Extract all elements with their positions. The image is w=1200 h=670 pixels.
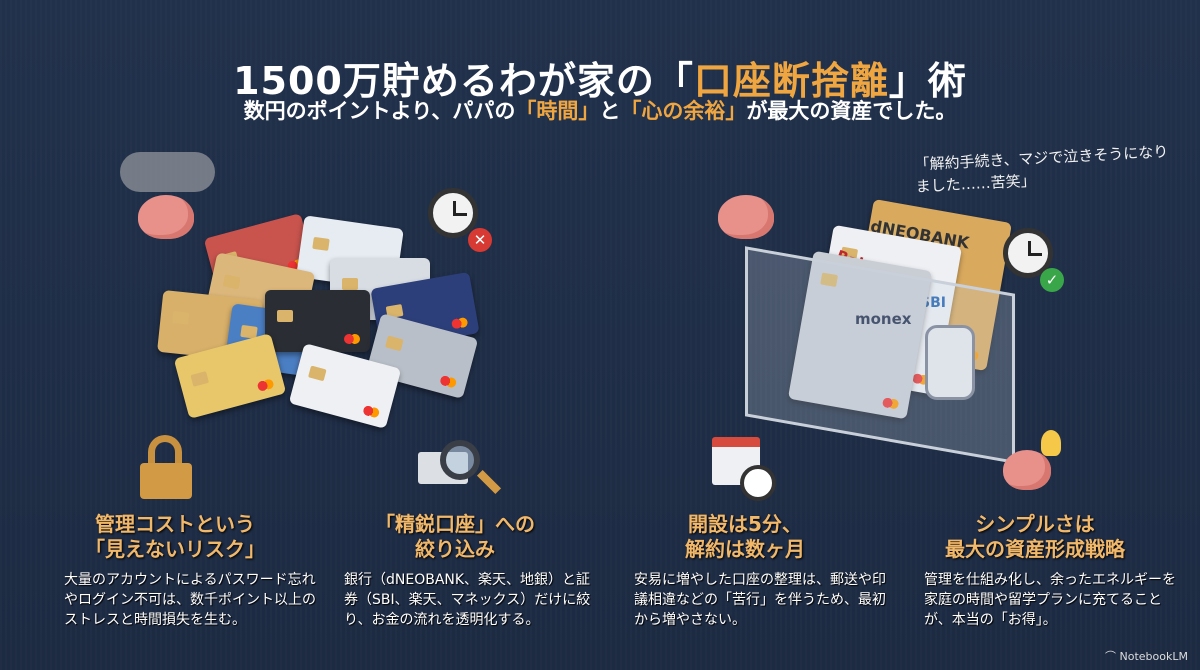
column-heading: 「精鋭口座」への絞り込み bbox=[375, 512, 535, 561]
page-title: 1500万貯めるわが家の「口座断捨離」術 bbox=[233, 59, 967, 103]
brain-lightbulb-icon bbox=[1003, 430, 1073, 490]
column-elite-accounts: 「精鋭口座」への絞り込み 銀行（dNEOBANK、楽天、地銀）と証券（SBI、楽… bbox=[310, 512, 600, 630]
clock-icon bbox=[428, 188, 478, 238]
column-open-close: 開設は5分、解約は数ヶ月 安易に増やした口座の整理は、郵送や印議相違などの「苦行… bbox=[600, 512, 890, 630]
broken-lock-icon bbox=[140, 435, 210, 499]
column-heading: シンプルさは最大の資産形成戦略 bbox=[945, 512, 1125, 561]
password-manager-icon bbox=[925, 325, 975, 400]
calm-brain-icon bbox=[718, 195, 774, 239]
column-hidden-risk: 管理コストという「見えないリスク」 大量のアカウントによるパスワード忘れやログイ… bbox=[30, 512, 320, 630]
calendar-clock-icon bbox=[712, 437, 782, 501]
column-body: 銀行（dNEOBANK、楽天、地銀）と証券（SBI、楽天、マネックス）だけに絞り… bbox=[344, 572, 591, 628]
page-subtitle: 数円のポイントより、パパの「時間」と「心の余裕」が最大の資産でした。 bbox=[243, 99, 957, 123]
stressed-brain-icon bbox=[138, 195, 194, 239]
column-body: 管理を仕組み化し、余ったエネルギーを家庭の時間や留学プランに充てることが、本当の… bbox=[924, 572, 1176, 628]
magnifier-card-icon bbox=[418, 440, 502, 500]
notebooklm-icon: ⌒ bbox=[1105, 650, 1120, 663]
check-badge-icon: ✓ bbox=[1040, 268, 1064, 292]
column-body: 安易に増やした口座の整理は、郵送や印議相違などの「苦行」を伴うため、最初から増や… bbox=[634, 572, 886, 628]
column-body: 大量のアカウントによるパスワード忘れやログイン不可は、数千ポイント以上のストレス… bbox=[64, 572, 316, 628]
x-badge-icon: ✕ bbox=[468, 228, 492, 252]
smoke-icon bbox=[120, 152, 215, 192]
column-heading: 管理コストという「見えないリスク」 bbox=[85, 512, 265, 561]
column-heading: 開設は5分、解約は数ヶ月 bbox=[685, 512, 805, 561]
card-label: monex bbox=[855, 310, 912, 328]
column-simplicity: シンプルさは最大の資産形成戦略 管理を仕組み化し、余ったエネルギーを家庭の時間や… bbox=[890, 512, 1180, 630]
notebooklm-logo: ⌒ NotebookLM bbox=[1105, 650, 1188, 663]
